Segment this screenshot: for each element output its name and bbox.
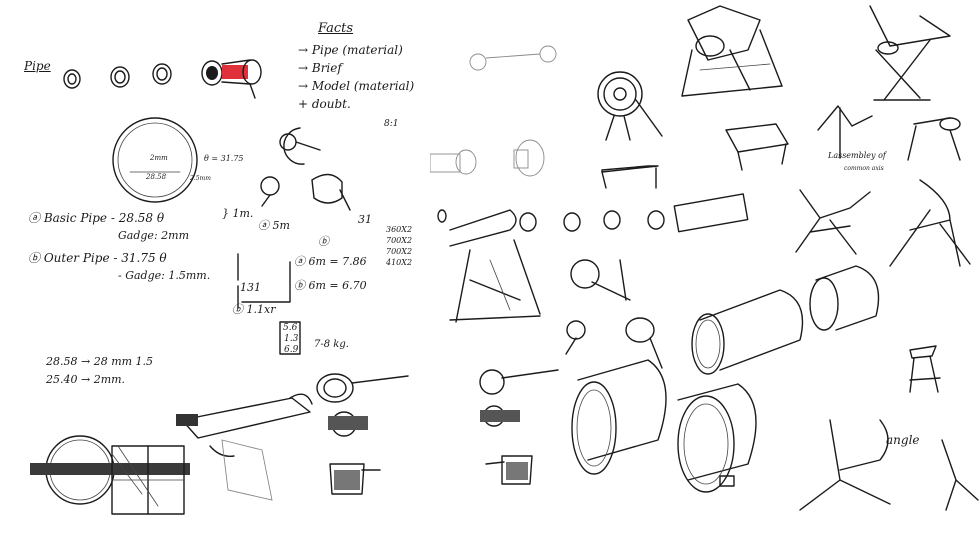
facts-item-2: → Brief: [298, 61, 342, 75]
cylinder-sketch-3: [571, 359, 667, 475]
clamp-detail-2: [328, 411, 368, 437]
side-list-item-3: 700X2: [386, 247, 413, 256]
side-list-item-1: 360X2: [386, 225, 413, 234]
joint-light-sketch-2: [513, 139, 545, 177]
frame-sketch-small-3: [907, 117, 961, 161]
cylinder-sketch-4: [677, 383, 757, 493]
clamp-sketch-right-5: [485, 455, 533, 485]
measure-line-2: 25.40 → 2mm.: [46, 373, 126, 386]
joint-light-sketch-1: [430, 149, 477, 175]
swirl-circle-sketch: [597, 71, 663, 141]
right-sketch-sheet: Lassembley of common axis angle: [430, 0, 980, 548]
calc-5m: ⓐ 5m: [258, 219, 290, 232]
side-list-item-2: 700X2: [386, 236, 413, 245]
pipe-cross-section-circle: [112, 117, 198, 203]
ring-row-right: [437, 209, 665, 232]
assembly-note: Lassembley of: [828, 151, 886, 160]
calc-weight: 7-8 kg.: [314, 339, 349, 350]
pipe-ring-joint: [201, 59, 262, 99]
cylinder-sketch-1: [691, 289, 804, 375]
left-sheet-drawings: [30, 59, 409, 515]
measure-line-1: 28.58 → 28 mm 1.5: [46, 355, 154, 368]
chair-leg-drawing: [176, 393, 313, 501]
clamp-detail-3: [329, 463, 381, 495]
outer-pipe-gauge: - Gadge: 1.5mm.: [118, 269, 211, 282]
calc-6-9: 6.9: [284, 345, 299, 355]
side-list-item-4: 410X2: [386, 258, 413, 267]
frame-sketch-small-2: [817, 105, 873, 159]
circle-note-diameter: 28.58: [146, 173, 167, 181]
angle-label: angle: [886, 433, 920, 447]
right-sheet-drawings: [430, 5, 979, 511]
facts-item-3: → Model (material): [298, 79, 415, 93]
pipe-label: Pipe: [24, 59, 51, 73]
clamp-detail-1: [316, 373, 409, 403]
clamp-sketch-right-2: [565, 317, 663, 369]
clamp-sketch-1: [279, 127, 321, 165]
facts-item-1: → Pipe (material): [298, 43, 403, 57]
calc-5-6: 5.6: [283, 323, 298, 333]
note-misc: 8:1: [384, 119, 399, 129]
basic-pipe-gauge: Gadge: 2mm: [118, 229, 190, 242]
frame-sketch-small-1: [725, 123, 789, 171]
cylinder-sketch-2: [809, 265, 880, 331]
clamp-sketch-right-1: [570, 259, 631, 301]
pipe-ring-2: [110, 66, 130, 88]
circle-note-2-5mm: 2.5mm: [190, 175, 211, 182]
chair-sketch-right-2: [889, 179, 971, 267]
chair-sketch-right-1: [795, 189, 871, 255]
clamp-sketch-3: [311, 173, 351, 211]
chair-sketch-top-2: [869, 5, 951, 101]
stool-sketch: [909, 345, 941, 393]
side-list: 360X2 700X2 700X2 410X2: [386, 226, 412, 267]
assembly-note-2: common axis: [844, 165, 884, 172]
calc-1-3: 1.3: [284, 334, 299, 344]
chair-sketch-right-4: [941, 439, 979, 511]
facts-list: → Pipe (material) → Brief → Model (mater…: [298, 44, 414, 110]
chair-sketch-right-3: [799, 419, 891, 511]
left-sketch-sheet: Pipe Facts → Pipe (material) → Brief → M…: [0, 0, 430, 548]
facts-item-4: + doubt.: [298, 97, 351, 111]
pipe-ring-3: [152, 63, 172, 85]
clamp-sketch-2: [260, 176, 280, 207]
chair-sketch-top-1: [681, 5, 783, 97]
calc-b-marker: ⓑ: [318, 235, 329, 248]
basic-pipe-label: ⓐ Basic Pipe - 28.58 θ: [28, 211, 165, 225]
pipe-light-sketch: [469, 45, 557, 71]
clamp-sketch-right-4: [480, 405, 520, 427]
pipe-screw-drawing: [30, 435, 190, 515]
chair-sketch-middle: [449, 209, 541, 323]
clamp-sketch-right-3: [479, 369, 559, 395]
circle-note-2mm: 2mm: [150, 154, 168, 162]
calc-6m-b: ⓑ 6m = 6.70: [294, 279, 367, 292]
pipe-ring-1: [63, 69, 81, 89]
calc-6m-a: ⓐ 6m = 7.86: [294, 255, 367, 268]
calc-brackets: [237, 253, 301, 355]
sling-seat-sketch: [601, 165, 749, 233]
outer-pipe-label: ⓑ Outer Pipe - 31.75 θ: [28, 251, 167, 265]
note-31: 31: [358, 213, 372, 226]
calc-131: 131: [240, 281, 261, 294]
calc-1m: } 1m.: [222, 207, 254, 220]
circle-note-theta: θ = 31.75: [204, 154, 244, 163]
facts-title: Facts: [318, 21, 354, 36]
calc-1-1xr: ⓑ 1.1xr: [232, 303, 276, 316]
